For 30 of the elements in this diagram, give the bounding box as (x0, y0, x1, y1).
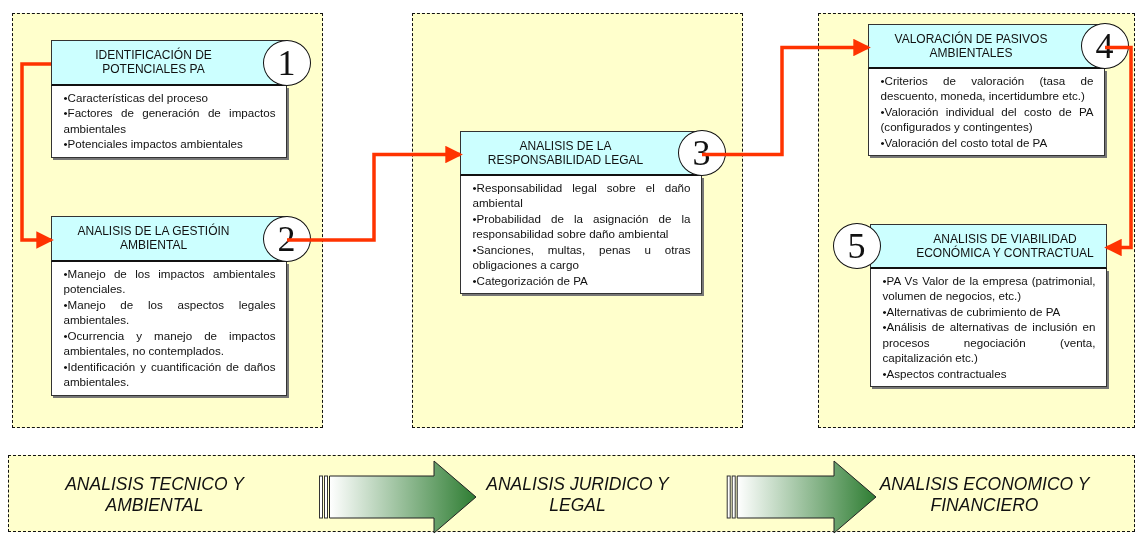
connector-arrow (1104, 45, 1133, 257)
bullet-text: •Sanciones, multas, penas u otras obligaciones a cargo (472, 241, 691, 273)
stage-panel (412, 13, 743, 428)
bullet-text: •Ocurrencia y manejo de impactos ambientales, no contemplados. (63, 327, 276, 359)
bullet-text: •Criterios de valoración (tasa de descuento, moneda, incertidumbre etc.) (880, 72, 1094, 104)
bullet-text: •Alternativas de cubrimiento de PA (882, 303, 1062, 319)
bullet-text: •Características del proceso (63, 89, 210, 105)
connector-arrow (287, 145, 463, 242)
bullet-text: •Probabilidad de la asignación de la responsabilidad sobre daño ambiental (472, 210, 691, 242)
stage-caption: ANALISIS ECONOMICO Y FINANCIERO (879, 471, 1090, 518)
bullet-text: •Categorización de PA (472, 272, 589, 288)
bullet-text: •Manejo de los impactos ambientales potenciales. (63, 265, 276, 297)
connector-arrow (702, 38, 871, 157)
bullet-text: •Factores de generación de impactos ambientales (63, 105, 276, 136)
bullet-text: •Aspectos contractuales (882, 365, 1008, 381)
bullet-text: •PA Vs Valor de la empresa (patrimonial, volumen de negocios, etc.) (882, 272, 1096, 304)
bullet-text: •Valoración del costo total de PA (880, 134, 1049, 150)
bullet-text: •Valoración individual del costo de PA (configurados y contingentes) (880, 103, 1094, 135)
stage-caption: ANALISIS TECNICO Y AMBIENTAL (44, 471, 265, 518)
bullet-text: •Responsabilidad legal sobre el daño ambiental (472, 179, 691, 211)
stage-panel (818, 13, 1135, 428)
stage-caption: ANALISIS JURIDICO Y LEGAL (479, 471, 676, 518)
bullet-text: •Manejo de los aspectos legales ambientales. (63, 296, 276, 328)
card-heading: ANALISIS DE VIABILIDAD ECONÓMICA Y CONTRACTUAL (869, 223, 1107, 269)
bullet-text: •Análisis de alternativas de inclusión en procesos negociación (venta, capitalización etc.) (882, 319, 1096, 366)
connector-arrow (20, 62, 54, 249)
bullet-text: •Identificación y cuantificación de daños ambientales. (63, 358, 276, 390)
step-number: 5 (832, 223, 881, 269)
bullet-text: •Potenciales impactos ambientales (63, 136, 244, 152)
stage-panel (12, 13, 323, 428)
